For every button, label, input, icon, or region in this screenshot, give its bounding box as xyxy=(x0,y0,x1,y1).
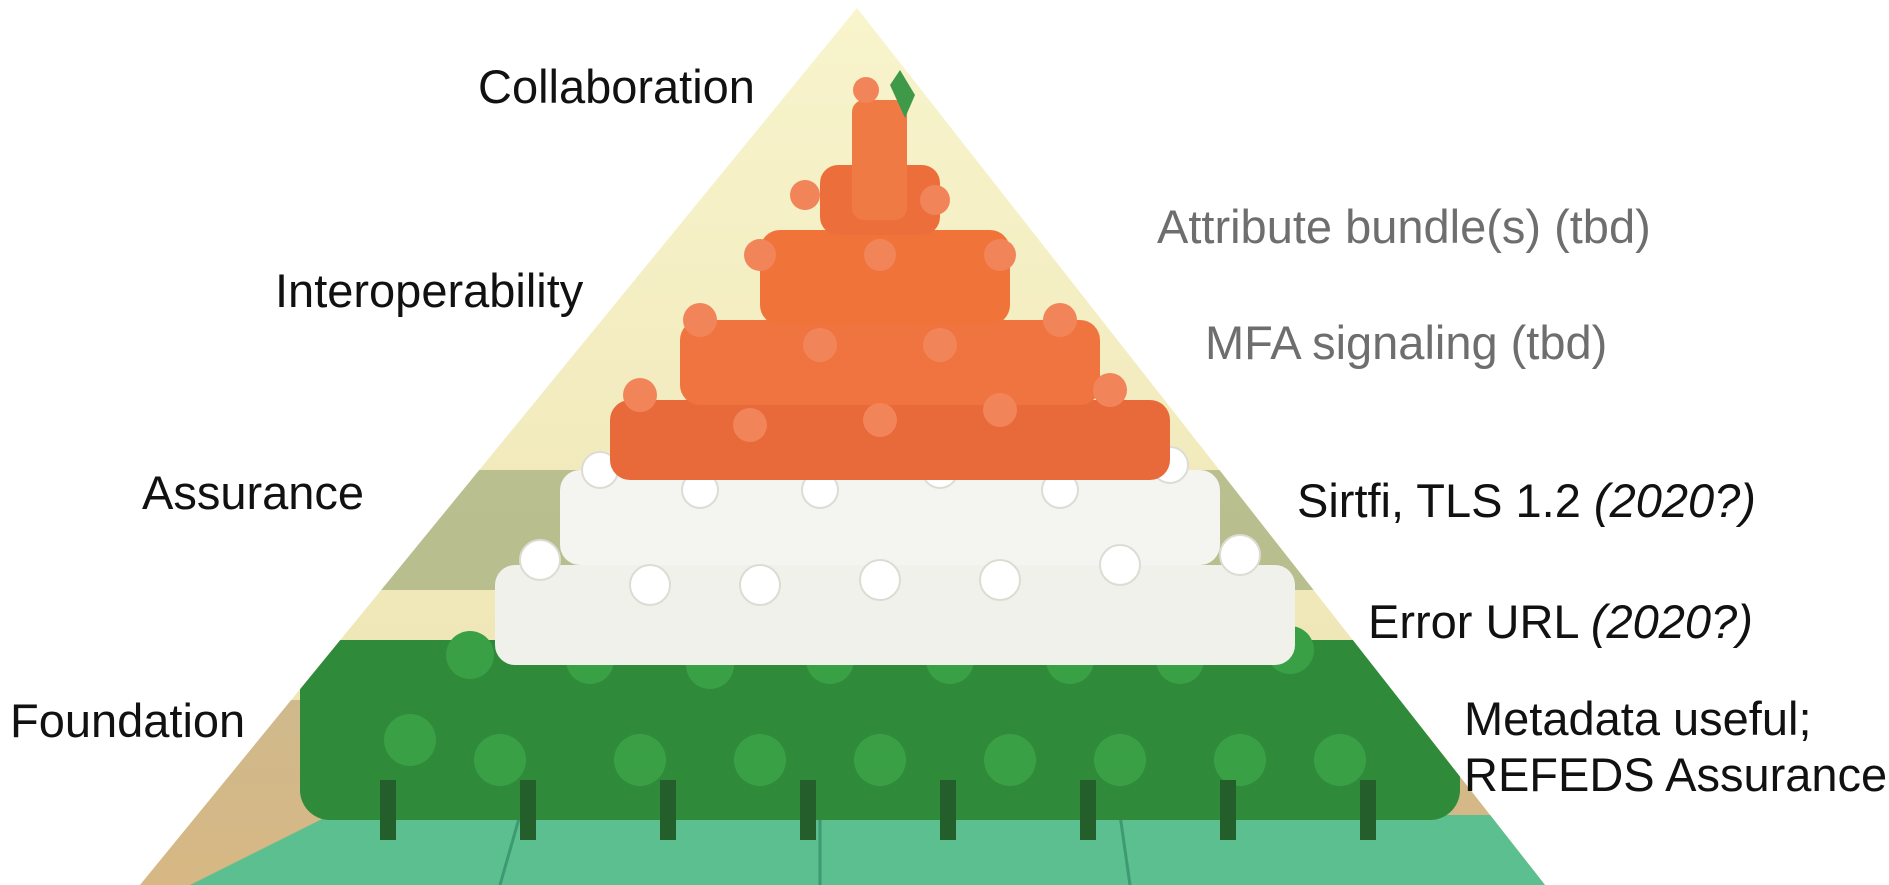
level-foundation: Foundation xyxy=(10,694,246,747)
sirtfi-note: (2020?) xyxy=(1593,474,1756,527)
error-url-text: Error URL xyxy=(1368,595,1591,648)
level-assurance: Assurance xyxy=(142,466,365,519)
item-attribute-bundles: Attribute bundle(s) (tbd) xyxy=(1157,200,1651,253)
error-url-note: (2020?) xyxy=(1590,595,1753,648)
item-metadata-line2: REFEDS Assurance xyxy=(1464,748,1888,801)
level-interoperability: Interoperability xyxy=(275,264,584,317)
orange-tier xyxy=(610,70,1170,480)
sirtfi-text: Sirtfi, TLS 1.2 xyxy=(1297,474,1594,527)
white-tier xyxy=(495,446,1295,665)
item-error-url: Error URL (2020?) xyxy=(1368,595,1753,649)
item-metadata-line1: Metadata useful; xyxy=(1464,692,1812,745)
item-sirtfi-tls: Sirtfi, TLS 1.2 (2020?) xyxy=(1297,474,1756,528)
flag xyxy=(890,70,915,118)
item-mfa-signaling: MFA signaling (tbd) xyxy=(1205,316,1608,369)
level-collaboration: Collaboration xyxy=(478,60,755,113)
